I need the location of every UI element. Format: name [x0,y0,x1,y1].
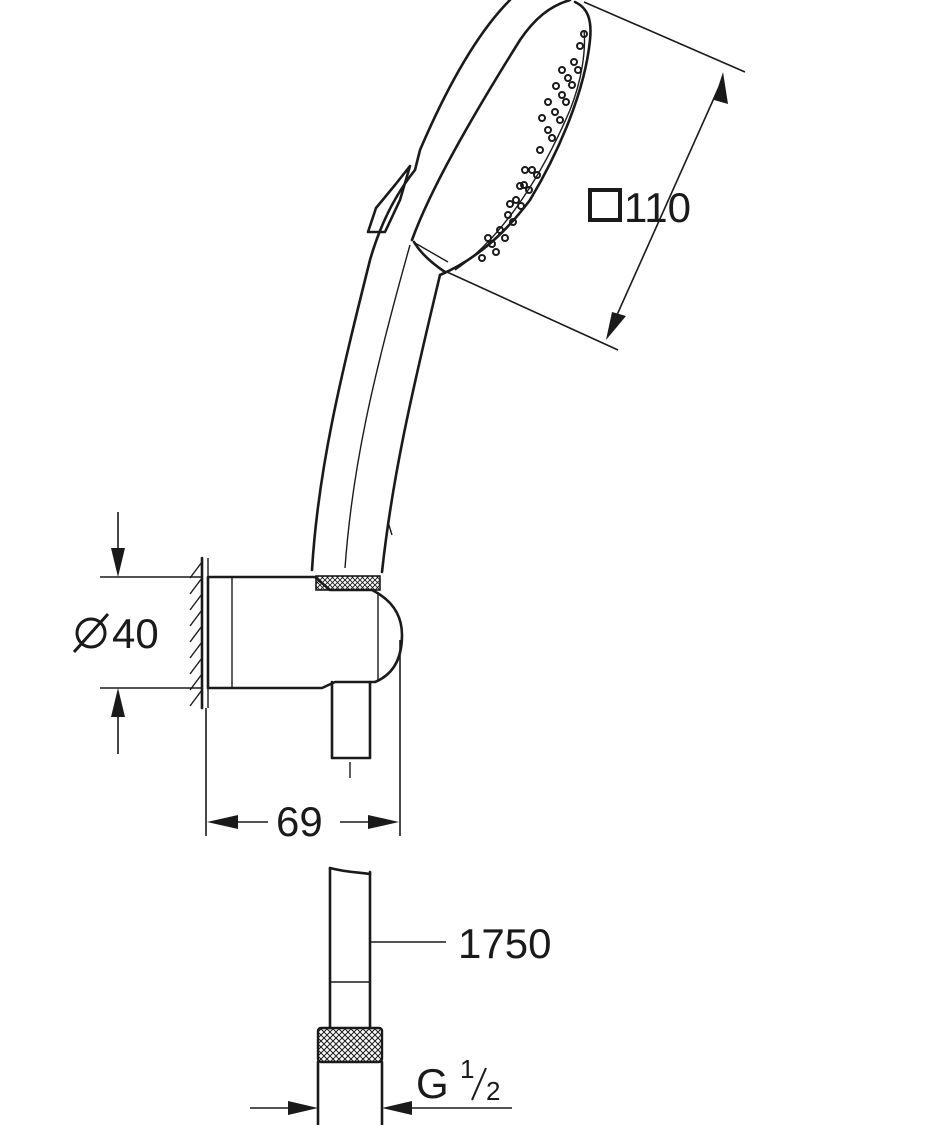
spray-nozzles [478,30,588,262]
hand-shower [310,0,592,574]
dimension-holder-diameter: 40 [72,512,202,754]
dimension-hose-length: 1750 [370,920,551,967]
thread-letter: G [416,1060,449,1107]
thread-denominator: 2 [486,1076,500,1106]
dimension-holder-depth: 69 [205,640,401,845]
hose-length-label: 1750 [458,920,551,967]
wall-hatching [189,561,203,707]
hose-section [316,866,384,1125]
wall-holder [189,556,404,778]
dimension-thread: G 1 2 [250,1054,512,1115]
dimension-head-size: 110 [446,1,746,351]
holder-depth-label: 69 [276,798,323,845]
holder-diameter-label: 40 [112,610,159,657]
thread-numerator: 1 [460,1054,474,1084]
head-size-label: 110 [624,184,691,231]
